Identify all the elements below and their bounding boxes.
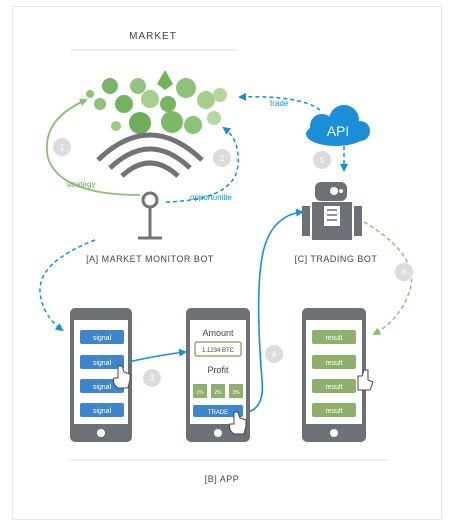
market-monitor-bot-label: [A] MARKET MONITOR BOT — [86, 254, 214, 264]
step-number-6: 6 — [402, 268, 407, 277]
trade-arrow — [238, 92, 321, 111]
opportunity-label: opportunitie — [190, 193, 232, 202]
result-label-1: result — [325, 335, 342, 342]
step-number-3: 3 — [150, 374, 155, 383]
profit-option-2[interactable] — [211, 384, 225, 398]
step-badge-4: 4 — [265, 345, 283, 363]
result-label-3: result — [325, 384, 342, 391]
step-badge-5: 5 — [313, 151, 331, 169]
crypto-coins-cluster — [86, 70, 227, 134]
signal-label-3: signal — [93, 384, 112, 391]
step-badge-2: 2 — [213, 149, 231, 167]
strategy-label: strategy — [67, 180, 95, 189]
profit-option-3[interactable] — [229, 384, 243, 398]
step-badge-1: 1 — [53, 138, 71, 156]
result-item-1 — [312, 330, 356, 344]
result-item-2 — [312, 355, 356, 369]
amount-value: 1.1234 BTC — [202, 348, 235, 354]
amount-label: Amount — [202, 328, 234, 338]
step-number-1: 1 — [60, 143, 65, 152]
amount-field[interactable] — [194, 341, 242, 357]
profit-option-label-1: 1% — [196, 390, 204, 396]
strategy-arrow — [46, 98, 141, 196]
diagram-frame — [12, 6, 442, 520]
result-label-2: result — [325, 360, 342, 367]
monitor-to-app-arrow — [39, 239, 96, 332]
signal-button-2[interactable] — [80, 355, 124, 369]
step-number-2: 2 — [220, 154, 225, 163]
step-badge-6: 6 — [395, 263, 413, 281]
pointing-hand-icon — [113, 365, 131, 389]
trade-to-robot-arrow — [243, 208, 304, 414]
result-item-3 — [312, 379, 356, 393]
trade-label: trade — [270, 99, 289, 108]
signal-label-2: signal — [93, 360, 112, 367]
signal-label-4: signal — [93, 408, 112, 415]
robot-to-result-arrow — [363, 221, 413, 335]
cloud-icon — [306, 105, 370, 146]
antenna-icon — [96, 132, 204, 240]
result-item-4 — [312, 403, 356, 417]
profit-option-label-3: 3% — [232, 390, 240, 396]
phone-signals: signal signal signal signal — [70, 308, 132, 442]
phone-trade: Amount 1.1234 BTC Profit 1% 2% 3% TRADE — [186, 308, 250, 442]
market-title: MARKET — [129, 31, 177, 42]
profit-label: Profit — [207, 365, 229, 375]
signal-button-4[interactable] — [80, 403, 124, 417]
profit-option-label-2: 2% — [214, 390, 222, 396]
signal-label-1: signal — [93, 335, 112, 342]
result-label-4: result — [325, 408, 342, 415]
trading-bot-label: [C] TRADING BOT — [295, 254, 378, 264]
signal-to-app-arrow — [127, 348, 187, 363]
robot-icon — [302, 182, 362, 240]
trade-button-label: TRADE — [208, 410, 228, 416]
step-badge-3: 3 — [143, 369, 161, 387]
api-label: API — [327, 123, 350, 139]
profit-option-1[interactable] — [193, 384, 207, 398]
step-number-4: 4 — [272, 350, 277, 359]
signal-button-3[interactable] — [80, 379, 124, 393]
step-number-5: 5 — [320, 156, 325, 165]
signal-button-1[interactable] — [80, 330, 124, 344]
trade-button[interactable] — [193, 405, 243, 417]
thumbs-up-icon — [357, 369, 374, 391]
app-label: [B] APP — [205, 474, 240, 484]
phone-results: result result result result — [302, 308, 366, 442]
pointing-hand-icon — [229, 411, 247, 435]
